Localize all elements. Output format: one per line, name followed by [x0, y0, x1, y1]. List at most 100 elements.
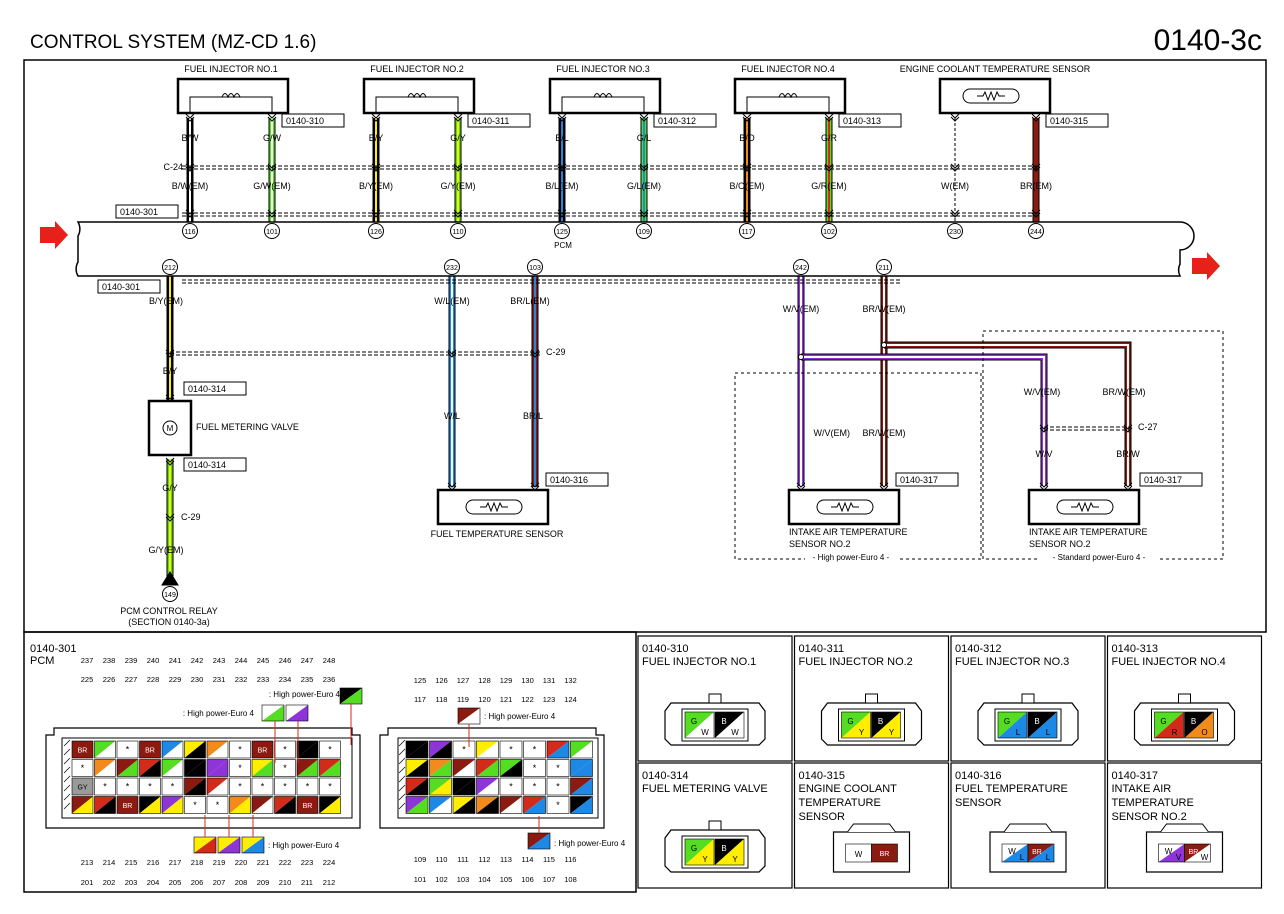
- hatch-mark: [63, 757, 71, 765]
- component-name: SENSOR NO.2: [1029, 539, 1091, 549]
- pin-position-number: 220: [235, 858, 248, 867]
- splice-point: [798, 354, 804, 360]
- component-reference-box: [1139, 472, 1203, 487]
- pin-number: [739, 223, 755, 239]
- pin-number-label: 242: [795, 265, 807, 272]
- pin-number: [821, 223, 837, 239]
- connector-chevron-icon: [557, 116, 567, 122]
- pin-position-number: 112: [479, 855, 491, 864]
- connector-pin-b: [1028, 712, 1057, 738]
- wire-color-label: B/Y: [163, 366, 178, 376]
- reference-label: 0140-301: [120, 207, 158, 217]
- pin-position-number: 221: [257, 858, 270, 867]
- pcm-pin-cell: [94, 796, 116, 814]
- connector-pin: [1184, 843, 1211, 863]
- wire-color-label: BR/W(EM): [1103, 387, 1146, 397]
- callout-pin-b: [286, 705, 308, 721]
- pcm-pin-cell-b: [207, 759, 228, 777]
- pcm-pin-cell: [499, 740, 523, 759]
- high-power-note: : High power-Euro 4: [268, 841, 340, 850]
- coil-icon: [407, 93, 427, 99]
- connector-chevron-icon: [639, 116, 649, 122]
- pin-number: [876, 259, 892, 275]
- pin-position-number: 227: [125, 675, 138, 684]
- connector-panel-title: INTAKE AIR: [1112, 783, 1172, 795]
- region-label-bg: [805, 552, 897, 562]
- pin-star: *: [283, 763, 287, 773]
- pcm-pin-cell-b: [162, 741, 183, 758]
- connector-chevron-icon: [530, 349, 540, 355]
- wire-color-label: W(EM): [941, 181, 969, 191]
- pin-number-label: 125: [556, 229, 568, 236]
- pin-br: BR: [303, 803, 313, 810]
- connector-chevron-icon: [447, 482, 457, 488]
- pcm-pin-cell: [296, 759, 319, 777]
- pin-star: *: [556, 800, 560, 810]
- intake-air-temperature-sensor-box: [787, 488, 901, 526]
- pin-letter: G: [1160, 717, 1166, 726]
- wire-color-label: B/W(EM): [172, 181, 209, 191]
- pcm-pin-grid-right: [397, 737, 599, 819]
- connector-latch: [847, 823, 896, 833]
- pcm-reference-box: [97, 279, 161, 294]
- connector-chevron-icon: [1031, 212, 1041, 218]
- pin-position-number: 236: [323, 675, 336, 684]
- pin-position-number: 232: [235, 675, 248, 684]
- reference-label: 0140-316: [550, 475, 588, 485]
- sensor-element: [1056, 499, 1114, 515]
- component-name: FUEL INJECTOR NO.3: [556, 64, 650, 74]
- region-label: - High power-Euro 4 -: [813, 553, 890, 562]
- component-reference-box: [183, 381, 247, 396]
- connector-chevron-icon: [185, 113, 195, 119]
- pcm-pin-cell: [251, 777, 274, 796]
- component-reference-box: [895, 472, 959, 487]
- pcm-label: PCM: [554, 241, 572, 250]
- connector-panel-title: TEMPERATURE: [1112, 797, 1194, 809]
- pin-position-number: 242: [191, 656, 204, 665]
- callout-pin-b: [262, 705, 284, 721]
- connector-panel-title: TEMPERATURE: [799, 797, 881, 809]
- pcm-pin-cell: [546, 759, 570, 777]
- pcm-pin-cell-b: [184, 778, 206, 795]
- pin-number-label: 101: [266, 229, 278, 236]
- pcm-pin-cell: [161, 777, 184, 796]
- connector-panel-ref: 0140-313: [1112, 643, 1159, 655]
- sensor-element: [962, 88, 1020, 104]
- pin-position-number: 121: [500, 695, 513, 704]
- pin-number-label: 117: [741, 229, 752, 236]
- pin-position-number: 123: [543, 695, 556, 704]
- pcm-pin-cell-b: [453, 778, 475, 795]
- connector-chevron-icon: [185, 209, 195, 215]
- connector-panel-ref: 0140-312: [955, 643, 1002, 655]
- motor-icon: [162, 420, 178, 436]
- pin-position-number: 102: [435, 875, 448, 884]
- pcm-pin-cell-b: [184, 741, 206, 758]
- pcm-pin-cell-b: [252, 796, 273, 814]
- connector-pin-b: [1154, 712, 1184, 738]
- pcm-pin-cell-b: [72, 796, 93, 814]
- wire-color-label: B/L(EM): [545, 181, 578, 191]
- pin-position-number: 107: [543, 875, 556, 884]
- hatch-mark: [398, 757, 406, 765]
- pin-number: [793, 259, 809, 275]
- pcm-pin-cell: [570, 796, 593, 814]
- pcm-pin-cell: [452, 759, 476, 777]
- pcm-pin-cell: [206, 777, 229, 796]
- pin-letter: G: [691, 717, 697, 726]
- pin-position-number: 101: [414, 875, 427, 884]
- connector-chevron-icon: [742, 116, 752, 122]
- connector-chevron-icon: [1031, 209, 1041, 215]
- connector-panel-title: FUEL INJECTOR NO.4: [1112, 656, 1226, 668]
- pin-star: *: [509, 782, 513, 792]
- splice-point: [881, 342, 887, 348]
- connector-chevron-icon: [530, 352, 540, 358]
- pcm-pin-cell-b: [429, 796, 452, 814]
- pin-position-number: 104: [478, 875, 491, 884]
- pin-letter: B: [1034, 717, 1039, 726]
- high-power-note: : High power-Euro 4: [183, 709, 255, 718]
- pcm-pin-cell: [229, 740, 251, 759]
- high-power-note: : High power-Euro 4: [484, 712, 556, 721]
- pin-position-number: 245: [257, 656, 270, 665]
- pin-number: [182, 223, 198, 239]
- pcm-reference-box: [115, 204, 179, 219]
